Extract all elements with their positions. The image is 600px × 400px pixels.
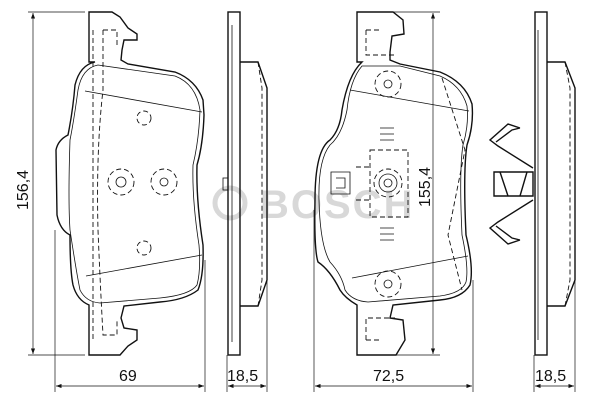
label-right-height: 155,4 — [417, 167, 434, 207]
label-left-height: 156,4 — [15, 170, 32, 210]
right-pad-side-view — [534, 11, 576, 356]
dim-left-height: 156,4 — [15, 11, 85, 356]
dim-left-thickness: 18,5 — [226, 280, 268, 392]
label-left-width: 69 — [119, 368, 137, 385]
dim-right-width: 72,5 — [313, 210, 474, 392]
bosch-watermark: BOSCH — [212, 183, 414, 227]
left-pad-side-view — [222, 11, 268, 356]
retaining-clip — [488, 123, 534, 245]
watermark-text: BOSCH — [260, 183, 414, 227]
dim-right-thickness: 18,5 — [533, 280, 576, 392]
left-pad-front-view — [55, 11, 205, 356]
dim-left-width: 69 — [54, 230, 206, 392]
label-right-width: 72,5 — [373, 368, 404, 385]
dim-right-height: 155,4 — [393, 11, 440, 356]
label-right-thickness: 18,5 — [535, 368, 566, 385]
right-pad-front-view — [314, 11, 474, 356]
label-left-thickness: 18,5 — [227, 368, 258, 385]
